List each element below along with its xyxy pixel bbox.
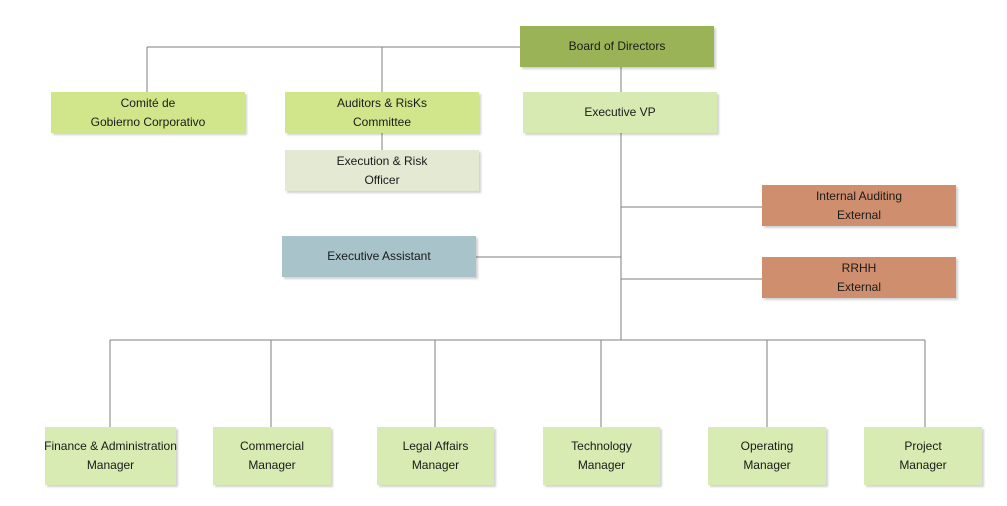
- operating-manager-box[interactable]: Operating Manager: [708, 427, 826, 485]
- executive-assistant-label-line-1: Executive Assistant: [327, 249, 431, 263]
- comite-gobierno-corporativo-box[interactable]: Comité de Gobierno Corporativo: [51, 92, 245, 133]
- auditors-label-line-2: Committee: [352, 114, 411, 129]
- board-of-directors-label-line-1: Board of Directors: [568, 39, 666, 53]
- officer-label-line-1: Execution & Risk: [336, 153, 428, 168]
- operating-label-line-2: Manager: [743, 458, 791, 472]
- commercial-manager-box[interactable]: Commercial Manager: [213, 427, 331, 485]
- technology-label-line-2: Manager: [577, 458, 626, 472]
- operating-label-line-1: Operating: [740, 439, 794, 453]
- rrhh-label-line-2: External: [836, 279, 882, 294]
- internal-auditing-box[interactable]: Internal Auditing External: [762, 185, 956, 226]
- rrhh-box[interactable]: RRHH External: [762, 257, 956, 298]
- legal-label-line-1: Legal Affairs: [402, 439, 469, 453]
- project-manager-box[interactable]: Project Manager: [864, 427, 982, 485]
- commercial-label-line-1: Commercial: [239, 439, 304, 453]
- technology-label-line-1: Technology: [571, 439, 632, 453]
- comite-label-line-2: Gobierno Corporativo: [90, 114, 206, 129]
- legal-label-line-2: Manager: [411, 458, 460, 472]
- finance-label-line-1: Finance & Administration: [44, 439, 177, 453]
- execution-risk-officer-box[interactable]: Execution & Risk Officer: [285, 150, 479, 191]
- board-of-directors-box[interactable]: Board of Directors: [520, 26, 714, 67]
- commercial-label-line-2: Manager: [248, 458, 296, 472]
- comite-label-line-1: Comité de: [120, 95, 176, 110]
- rrhh-label-line-1: RRHH: [841, 260, 877, 275]
- executive-vp-box[interactable]: Executive VP: [523, 92, 717, 133]
- executive-vp-label-line-1: Executive VP: [584, 105, 656, 119]
- finance-label-line-2: Manager: [86, 458, 135, 472]
- technology-manager-box[interactable]: Technology Manager: [543, 427, 660, 485]
- auditors-risks-committee-box[interactable]: Auditors & RisKs Committee: [285, 92, 479, 133]
- project-label-line-2: Manager: [899, 458, 947, 472]
- finance-administration-manager-box[interactable]: Finance & Administration Manager: [44, 427, 177, 485]
- auditors-label-line-1: Auditors & RisKs: [336, 95, 428, 110]
- officer-label-line-2: Officer: [364, 172, 400, 187]
- legal-affairs-manager-box[interactable]: Legal Affairs Manager: [377, 427, 494, 485]
- internal-auditing-label-line-2: External: [836, 207, 882, 222]
- project-label-line-1: Project: [904, 439, 942, 453]
- executive-assistant-box[interactable]: Executive Assistant: [282, 236, 476, 277]
- internal-auditing-label-line-1: Internal Auditing: [815, 188, 903, 203]
